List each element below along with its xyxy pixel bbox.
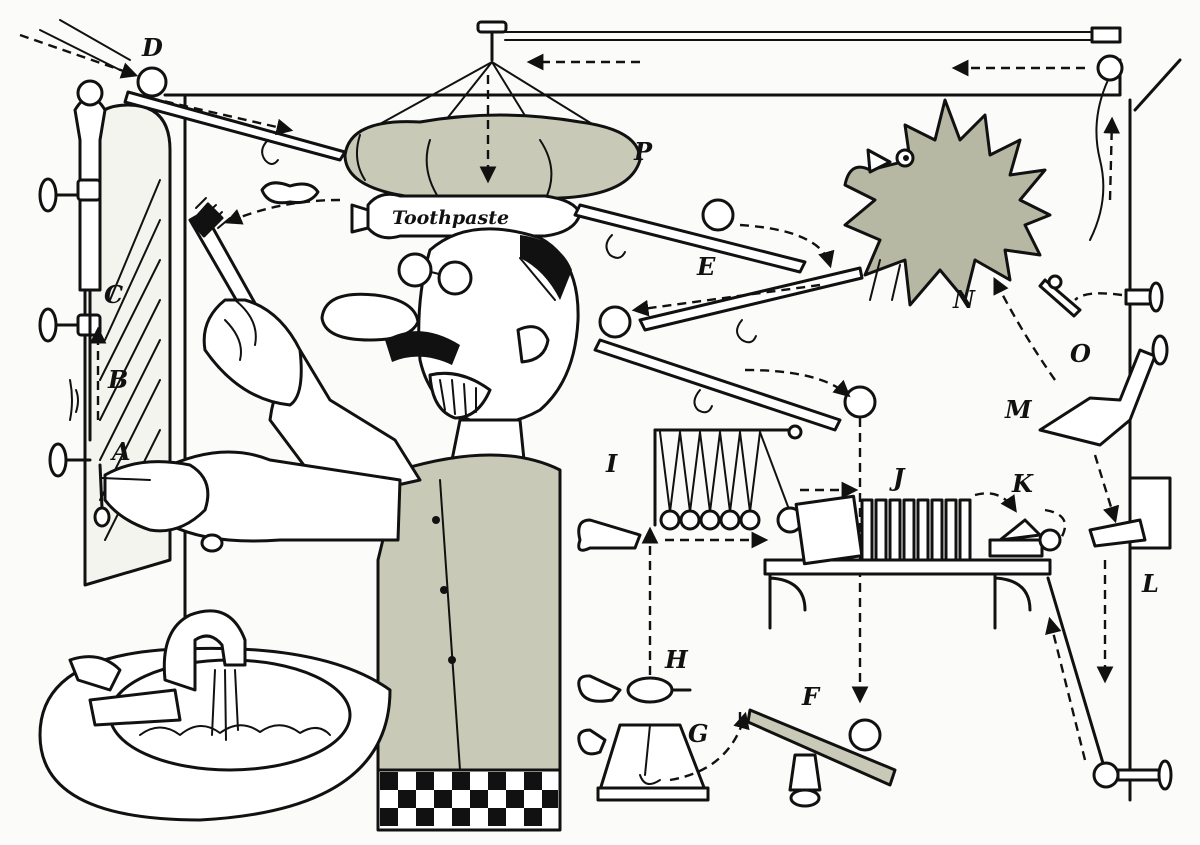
label-g: G [688,719,709,748]
checkered-pattern [380,772,558,826]
toothpaste-label: Toothpaste [392,207,509,229]
ramp-d [19,33,347,165]
man [101,227,580,832]
pipe-column [38,79,107,478]
pendulum-gh [577,526,750,802]
sink [38,609,392,822]
top-rope [504,26,1124,82]
label-n: N [952,285,976,314]
shelf-j [763,492,1052,630]
label-p: P [633,137,653,166]
step-labels: A B C D E F G H I J K L M N O P [104,33,1159,748]
scoop-m [1038,334,1169,524]
lever-a [93,463,111,528]
dominoes [794,494,972,566]
switch-k [988,508,1067,558]
label-m: M [1004,395,1033,424]
label-i: I [605,449,618,478]
cord-o [1038,79,1164,318]
label-j: J [889,463,906,492]
pulley-l [1045,476,1173,791]
label-h: H [664,645,689,674]
label-a: A [110,437,131,466]
label-d: D [141,33,163,62]
label-l: L [1141,569,1159,598]
net-bag-p: Toothpaste [224,20,642,240]
label-o: O [1070,339,1091,368]
board-f [738,708,897,808]
label-b: B [107,365,128,394]
ramp-e [573,198,877,704]
label-k: K [1011,469,1034,498]
bird-n [843,98,1056,381]
label-c: C [104,280,123,309]
label-f: F [801,682,821,711]
label-e: E [696,252,716,281]
